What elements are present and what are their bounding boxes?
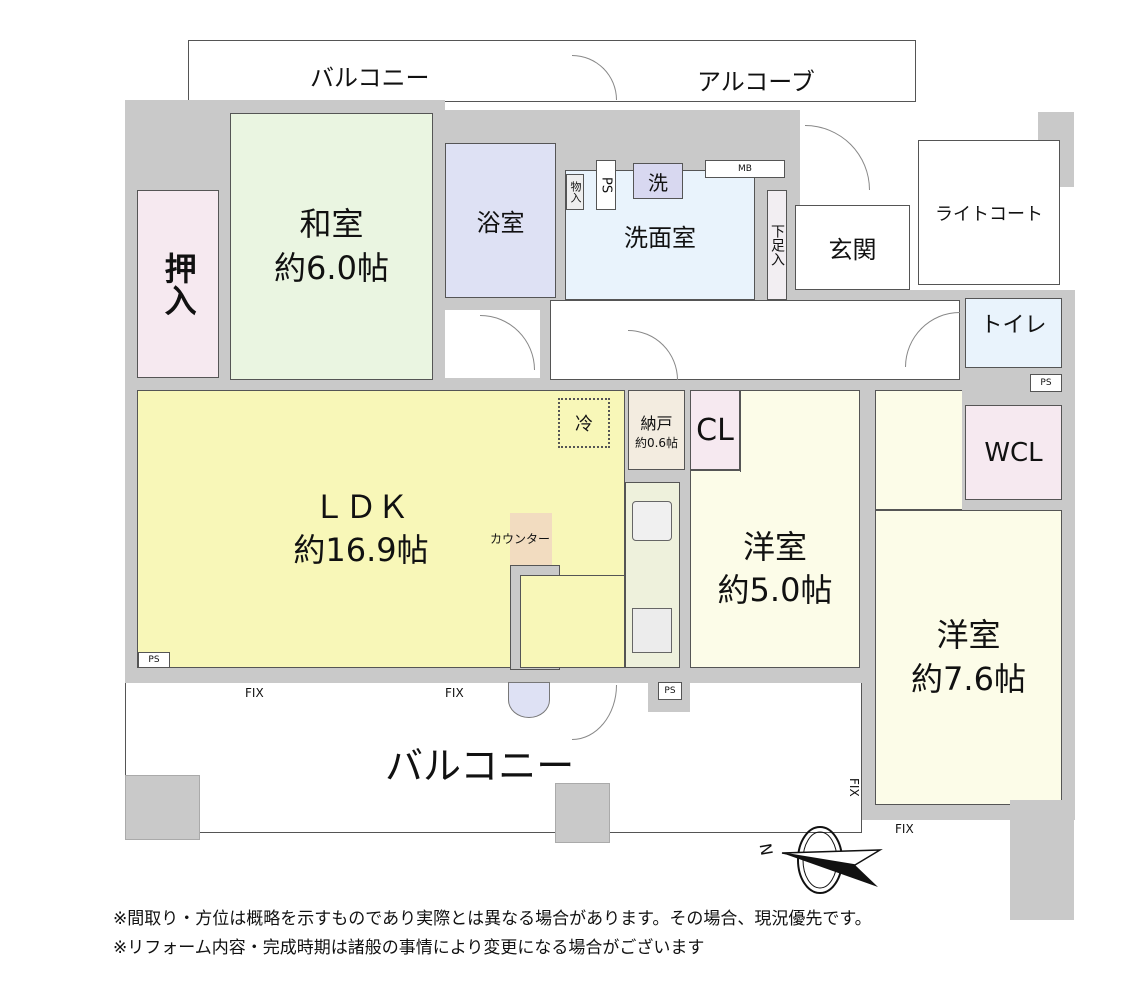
- room-youshitsu-2: 洋室約7.6帖: [875, 510, 1062, 805]
- balcony-bottom-label: バルコニー: [385, 744, 575, 788]
- shoe-cabinet: 下足入: [767, 190, 787, 300]
- room-toilet: トイレ: [965, 298, 1062, 368]
- meter-box: MB: [705, 160, 785, 178]
- storage-nando: 納戸約0.6帖: [628, 390, 685, 470]
- note-2: ※リフォーム内容・完成時期は諸般の事情により変更になる場合がございます: [113, 938, 705, 958]
- room-bath: 浴室: [445, 143, 556, 298]
- closet-cl: CL: [690, 390, 740, 470]
- pillar: [125, 775, 200, 840]
- room-washitsu: 和室約6.0帖: [230, 113, 433, 380]
- door-swing: [805, 125, 870, 190]
- kitchen-floor: [520, 575, 625, 668]
- fix-window-label: FIX: [847, 778, 861, 797]
- walk-in-closet: WCL: [965, 405, 1062, 500]
- kitchen-counter: [625, 482, 680, 668]
- balcony-pipe-space: PS: [658, 682, 682, 700]
- oshiire-closet: 押入: [137, 190, 219, 378]
- balcony-top-label: バルコニー: [310, 64, 430, 92]
- youshitsu-2-nook: [875, 390, 962, 510]
- ldk-pipe-space: PS: [138, 652, 170, 668]
- fix-window-label: FIX: [445, 686, 464, 700]
- room-entrance: 玄関: [795, 205, 910, 290]
- counter-label: カウンター: [490, 532, 551, 546]
- light-court: ライトコート: [918, 140, 1060, 285]
- sink: [632, 501, 672, 541]
- pipe-space: PS: [596, 160, 616, 210]
- room-youshitsu-1: 洋室約5.0帖: [690, 470, 860, 668]
- balcony-bottom: [125, 683, 862, 833]
- storage: 物入: [566, 174, 584, 210]
- washer-space: 洗: [633, 163, 683, 199]
- stove: [632, 608, 672, 653]
- fridge-space: 冷: [558, 398, 610, 448]
- toilet-pipe-space: PS: [1030, 374, 1062, 392]
- compass-icon: [781, 826, 883, 894]
- hallway: [550, 300, 960, 380]
- fix-window-label: FIX: [245, 686, 264, 700]
- note-1: ※間取り・方位は概略を示すものであり実際とは異なる場合があります。その場合、現況…: [113, 909, 872, 929]
- counter: [510, 513, 552, 565]
- outdoor-sink: [508, 682, 550, 718]
- compass: N: [756, 825, 890, 895]
- balcony-top: [188, 40, 916, 102]
- youshitsu-1-nook: [740, 390, 860, 472]
- pillar: [555, 783, 610, 843]
- door-swing: [480, 315, 535, 370]
- fix-window-label: FIX: [895, 822, 914, 836]
- pillar: [1010, 800, 1074, 920]
- alcove-label: アルコーブ: [697, 68, 815, 96]
